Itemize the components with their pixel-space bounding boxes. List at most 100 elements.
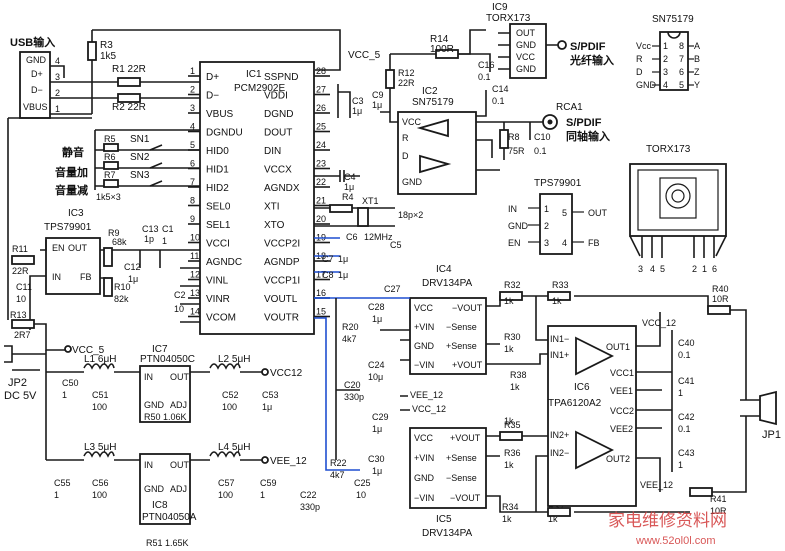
r10-label: R10 — [114, 282, 131, 292]
torx173-inner — [637, 169, 719, 231]
r12-body — [385, 69, 395, 89]
r14-label: R14 — [430, 34, 449, 45]
ic7-net — [45, 350, 262, 460]
coax-label-1: S/PDIF — [566, 117, 602, 129]
c13-label: C13 — [142, 224, 159, 234]
ic2-pin-d: D — [402, 151, 409, 161]
rca1-ref: RCA1 — [556, 102, 583, 113]
r38-label: R38 — [510, 370, 527, 380]
ic1-left-pin-name: AGNDC — [206, 257, 242, 268]
ic4-pin-gnd: GND — [414, 341, 435, 351]
r41-value: 10R — [710, 506, 727, 516]
r30-label: R30 — [504, 332, 521, 342]
vee12-node — [261, 456, 269, 464]
c29-label: C29 — [372, 412, 389, 422]
ic1-left-pin-num: 13 — [190, 288, 200, 298]
c53-label: C53 — [262, 390, 279, 400]
c4-value: 1μ — [344, 182, 354, 192]
ic2-receiver — [416, 118, 449, 138]
mute-label: 静音 — [62, 145, 84, 159]
usb-num-1: 1 — [55, 104, 60, 114]
r35-label: R35 — [504, 420, 521, 430]
c11-label: C11 — [16, 282, 32, 292]
ic5-pin-voutm: −VOUT — [450, 493, 481, 503]
ic1-right-pin-name: VOUTR — [264, 313, 299, 324]
c20-value: 330p — [344, 392, 364, 402]
ic1-left-pin-name: HID0 — [206, 146, 229, 157]
ic4-part: DRV134PA — [422, 278, 473, 289]
c22-value: 330p — [300, 502, 320, 512]
headphone-output: R40 10R R41 10R JP1 — [689, 284, 781, 516]
r8-value: 75R — [508, 146, 525, 156]
sn75179-ref-num-left: 3 — [663, 67, 668, 77]
ic6-pin-out2: OUT2 — [606, 454, 630, 464]
c50-label: C50 — [62, 378, 79, 388]
r37-label: R37 — [548, 502, 565, 512]
ic1-left-pin-num: 12 — [190, 270, 200, 280]
vcc5-top: VCC_5 R12 22R C9 1μ — [348, 29, 486, 123]
ic6-ref: IC6 — [574, 382, 590, 393]
r35-value: 1k — [504, 416, 514, 426]
vee12-ic4: VEE_12 — [410, 390, 443, 400]
c16-label: C16 — [478, 60, 495, 70]
ic1-left-pin-num: 10 — [190, 233, 200, 243]
r10-value: 82k — [114, 294, 129, 304]
r30-value: 1k — [504, 344, 514, 354]
ic3-tps79901: IC3 TPS79901 EN OUT IN FB R9 68k R10 82k… — [29, 208, 200, 330]
tps79901-ref-pin-right: FB — [588, 238, 600, 248]
watermark-url: www.52ol0l.com — [635, 535, 715, 547]
ic1-body — [199, 61, 315, 335]
jp2-connector — [4, 345, 46, 371]
volume-down-label: 音量减 — [55, 183, 88, 197]
ic1-left-pin-name: DGNDU — [206, 128, 243, 139]
c9-label: C9 — [372, 90, 384, 100]
rca1-center — [547, 119, 553, 125]
l4-label: L4 5μH — [218, 442, 250, 453]
ic5-body — [409, 427, 487, 509]
r51-label: R51 1.65K — [146, 538, 189, 548]
ic2-pin-r: R — [402, 133, 409, 143]
r35-body — [499, 431, 523, 441]
ic1-right-pin-name: DGND — [264, 109, 293, 120]
ic1-right-pin-name: DOUT — [264, 128, 292, 139]
c43-value: 1 — [678, 460, 683, 470]
vcc12-ic4: VCC_12 — [412, 404, 446, 414]
torx173-lens — [671, 189, 685, 203]
c9-net — [380, 88, 398, 123]
tps79901-ref-num-right: 5 — [562, 208, 567, 218]
ic4-drv134pa: IC4 DRV134PA VCC +VIN GND −VIN −VOUT −Se… — [314, 264, 536, 460]
r13-body — [11, 319, 35, 329]
c3-net — [337, 84, 351, 118]
l3-coil — [83, 451, 115, 458]
r36-value: 1k — [504, 460, 514, 470]
c22-label: C22 — [300, 490, 317, 500]
ic1-right-pin-num: 20 — [316, 214, 326, 224]
ic1-ref: IC1 — [246, 69, 262, 80]
c55-value: 1 — [54, 490, 59, 500]
jp2-desc: DC 5V — [4, 390, 37, 402]
usb-title: USB输入 — [10, 35, 55, 49]
usb-num-3: 3 — [55, 72, 60, 82]
c11-value: 10 — [16, 294, 26, 304]
ic3-pin-fb: FB — [80, 272, 92, 282]
ic1-right-pin-name: SSPND — [264, 72, 298, 83]
ic6-part: TPA6120A2 — [548, 398, 602, 409]
ic1-right-pin-name: XTO — [264, 220, 285, 231]
c56-value: 100 — [92, 490, 107, 500]
sn75179-ref-pin-right: A — [694, 41, 700, 51]
sn75179-ref-num-right: 7 — [679, 54, 684, 64]
sn75179-ref-title: SN75179 — [652, 14, 694, 25]
sn2-label: SN2 — [130, 152, 150, 163]
ic5-pin-sensep: +Sense — [446, 453, 477, 463]
c1-value: 1 — [162, 236, 167, 246]
ic2-ref: IC2 — [422, 86, 438, 97]
c5-label: C5 — [390, 240, 402, 250]
ic1-right-pin-name: VDDI — [264, 91, 288, 102]
tps79901-ref-pin-left: GND — [508, 221, 529, 231]
ic1-right-pin-name: VCCP2I — [264, 239, 300, 250]
ic1-right-pin-num: 17 — [316, 270, 326, 280]
r33-body — [547, 291, 571, 301]
ic9-part: TORX173 — [486, 13, 531, 24]
r8-label: R8 — [508, 132, 520, 142]
